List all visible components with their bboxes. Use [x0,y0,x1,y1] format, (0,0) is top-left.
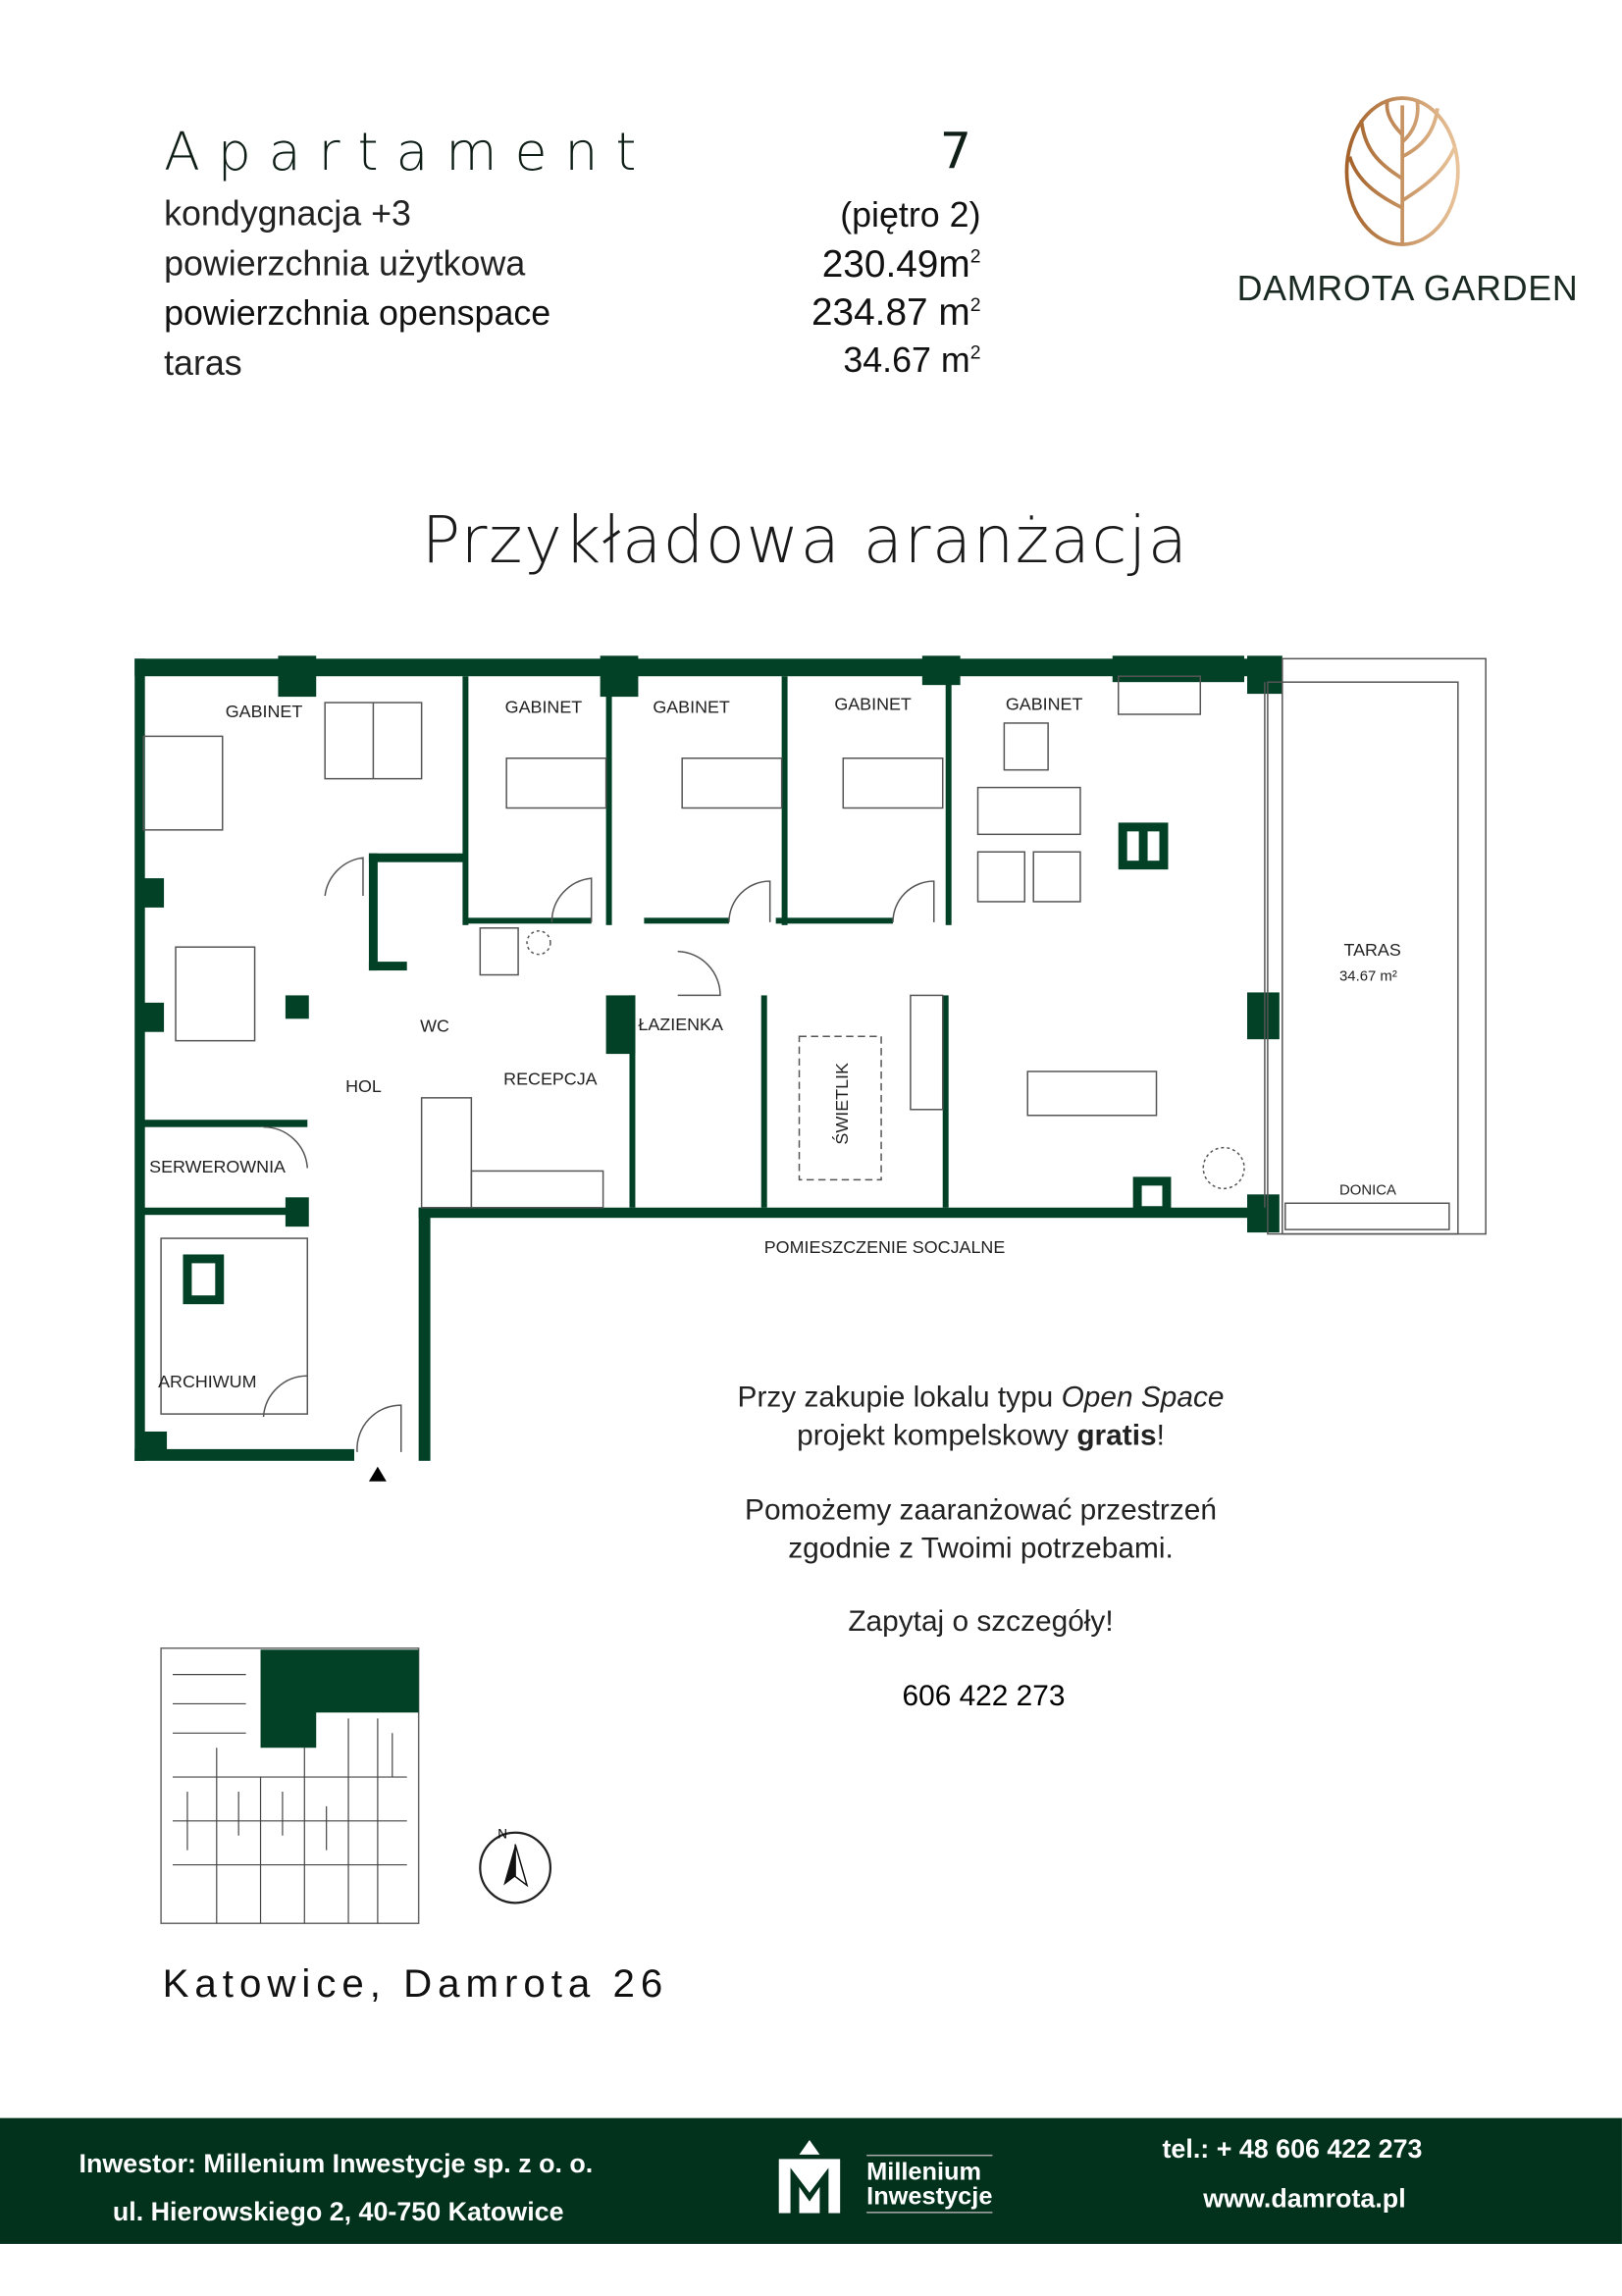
room-label-gabinet-1: GABINET [226,702,303,721]
room-label-hol: HOL [345,1076,382,1096]
millenium-logo-icon [778,2140,841,2214]
usable-area-label: powierzchnia użytkowa [164,244,526,285]
entrance-arrow-icon [368,1466,387,1482]
room-label-archiwum: ARCHIWUM [158,1372,256,1391]
terrace-label: taras [164,343,242,384]
location: Katowice, Damrota 26 [162,1961,669,2006]
promo-line-2: projekt kompelskowy gratis! [797,1420,1165,1452]
terrace-area: 34.67 m² [1339,969,1397,985]
investor-name: Inwestor: Millenium Inwestycje sp. z o. … [78,2148,594,2178]
floor-plan: GABINET GABINET GABINET GABINET GABINET … [134,655,1487,1482]
room-label-donica: DONICA [1339,1182,1396,1198]
footer-website-link[interactable]: www.damrota.pl [1203,2183,1406,2214]
investor-address: ul. Hierowskiego 2, 40-750 Katowice [112,2197,564,2227]
room-label-taras: TARAS [1343,940,1400,960]
apartment-number: 7 [939,123,972,182]
promo-line-3: Pomożemy zaaranżować przestrzeń [745,1494,1217,1527]
footer-phone[interactable]: tel.: + 48 606 422 273 [1162,2134,1423,2164]
footer: Inwestor: Millenium Inwestycje sp. z o. … [0,2117,1622,2244]
building-minimap [160,1647,420,1924]
room-label-swietlik: ŚWIETLIK [831,1063,852,1145]
room-label-serwerownia: SERWEROWNIA [149,1157,286,1176]
promo-line-1: Przy zakupie lokalu typu Open Space [737,1382,1225,1415]
room-label-recepcja: RECEPCJA [503,1069,598,1088]
floor-value: (piętro 2) [840,195,981,236]
promo-line-5: Zapytaj o szczegóły! [848,1605,1114,1639]
openspace-area-label: powierzchnia openspace [164,293,551,335]
walls [134,655,1282,1461]
room-label-gabinet-2: GABINET [505,698,583,717]
room-label-gabinet-5: GABINET [1006,695,1083,714]
room-label-gabinet-3: GABINET [653,698,730,717]
compass-north-label: N [497,1827,507,1842]
promo-line-4: zgodnie z Twoimi potrzebami. [788,1532,1174,1565]
compass-icon: N [479,1827,552,1905]
brand-name: DAMROTA GARDEN [1236,269,1579,309]
promo-phone[interactable]: 606 422 273 [902,1680,1066,1713]
section-title: Przykładowa aranżacja [421,503,1189,579]
terrace-value: 34.67 m2 [843,340,981,381]
openspace-area-value: 234.87 m2 [811,289,981,335]
apartment-title: Apartament [164,123,654,183]
room-label-wc: WC [420,1017,449,1036]
room-label-gabinet-4: GABINET [834,695,912,714]
usable-area-value: 230.49m2 [821,241,981,286]
room-label-lazienka: ŁAZIENKA [638,1015,723,1034]
tree-logo-icon [1344,96,1460,246]
floor-label: kondygnacja +3 [164,194,411,235]
room-label-socjalne: POMIESZCZENIE SOCJALNE [764,1237,1006,1257]
